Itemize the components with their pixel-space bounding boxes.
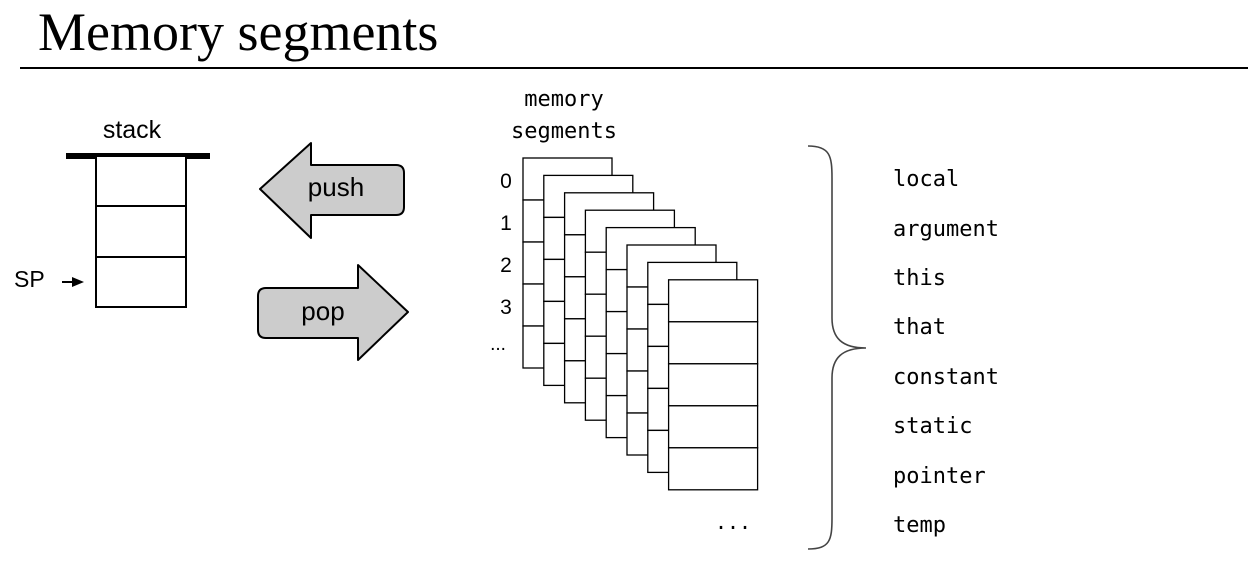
memory-index-label: 2: [500, 254, 512, 277]
stack-cell: [95, 155, 187, 207]
memory-cell: [667, 447, 759, 491]
sp-label: SP: [14, 266, 45, 292]
stack-label: stack: [103, 116, 162, 144]
stack-cell: [95, 256, 187, 308]
segment-name-pointer: pointer: [893, 464, 986, 489]
sp-arrow-head: [72, 277, 84, 287]
memory-index-label: 3: [500, 296, 512, 319]
segment-name-that: that: [893, 315, 946, 340]
pop-arrow: pop: [257, 264, 409, 361]
segment-name-local: local: [893, 167, 959, 192]
memory-cell: [667, 321, 759, 365]
memory-cell: [667, 279, 759, 323]
stack-cell: [95, 205, 187, 258]
push-arrow-shape: [259, 142, 405, 239]
segment-name-this: this: [893, 266, 946, 291]
segment-name-list: local argument this that constant static…: [893, 167, 999, 538]
page-title: Memory segments: [38, 2, 439, 62]
segment-name-argument: argument: [893, 217, 999, 242]
segment-name-static: static: [893, 414, 972, 439]
pop-label: pop: [301, 296, 344, 326]
front-segment-ellipsis: ...: [715, 510, 751, 534]
segment-name-temp: temp: [893, 513, 946, 538]
memory-index-label: 1: [500, 212, 512, 235]
push-arrow: push: [259, 142, 405, 239]
segment-page: [667, 279, 759, 491]
title-underline: [20, 67, 1248, 69]
memory-index-label: ...: [490, 334, 506, 355]
memory-segments: memory segments 0 1 2 3 ... ...: [490, 87, 759, 534]
memory-cell: [667, 405, 759, 449]
memory-header-line1: memory: [524, 87, 603, 112]
segment-name-constant: constant: [893, 365, 999, 390]
memory-cell: [667, 363, 759, 407]
push-label: push: [308, 172, 364, 202]
segment-pages: [522, 157, 759, 491]
pop-arrow-shape: [257, 264, 409, 361]
curly-brace: [807, 145, 867, 550]
memory-index-label: 0: [500, 170, 512, 193]
memory-header-line2: segments: [511, 119, 617, 144]
stack: stack SP: [14, 116, 210, 308]
